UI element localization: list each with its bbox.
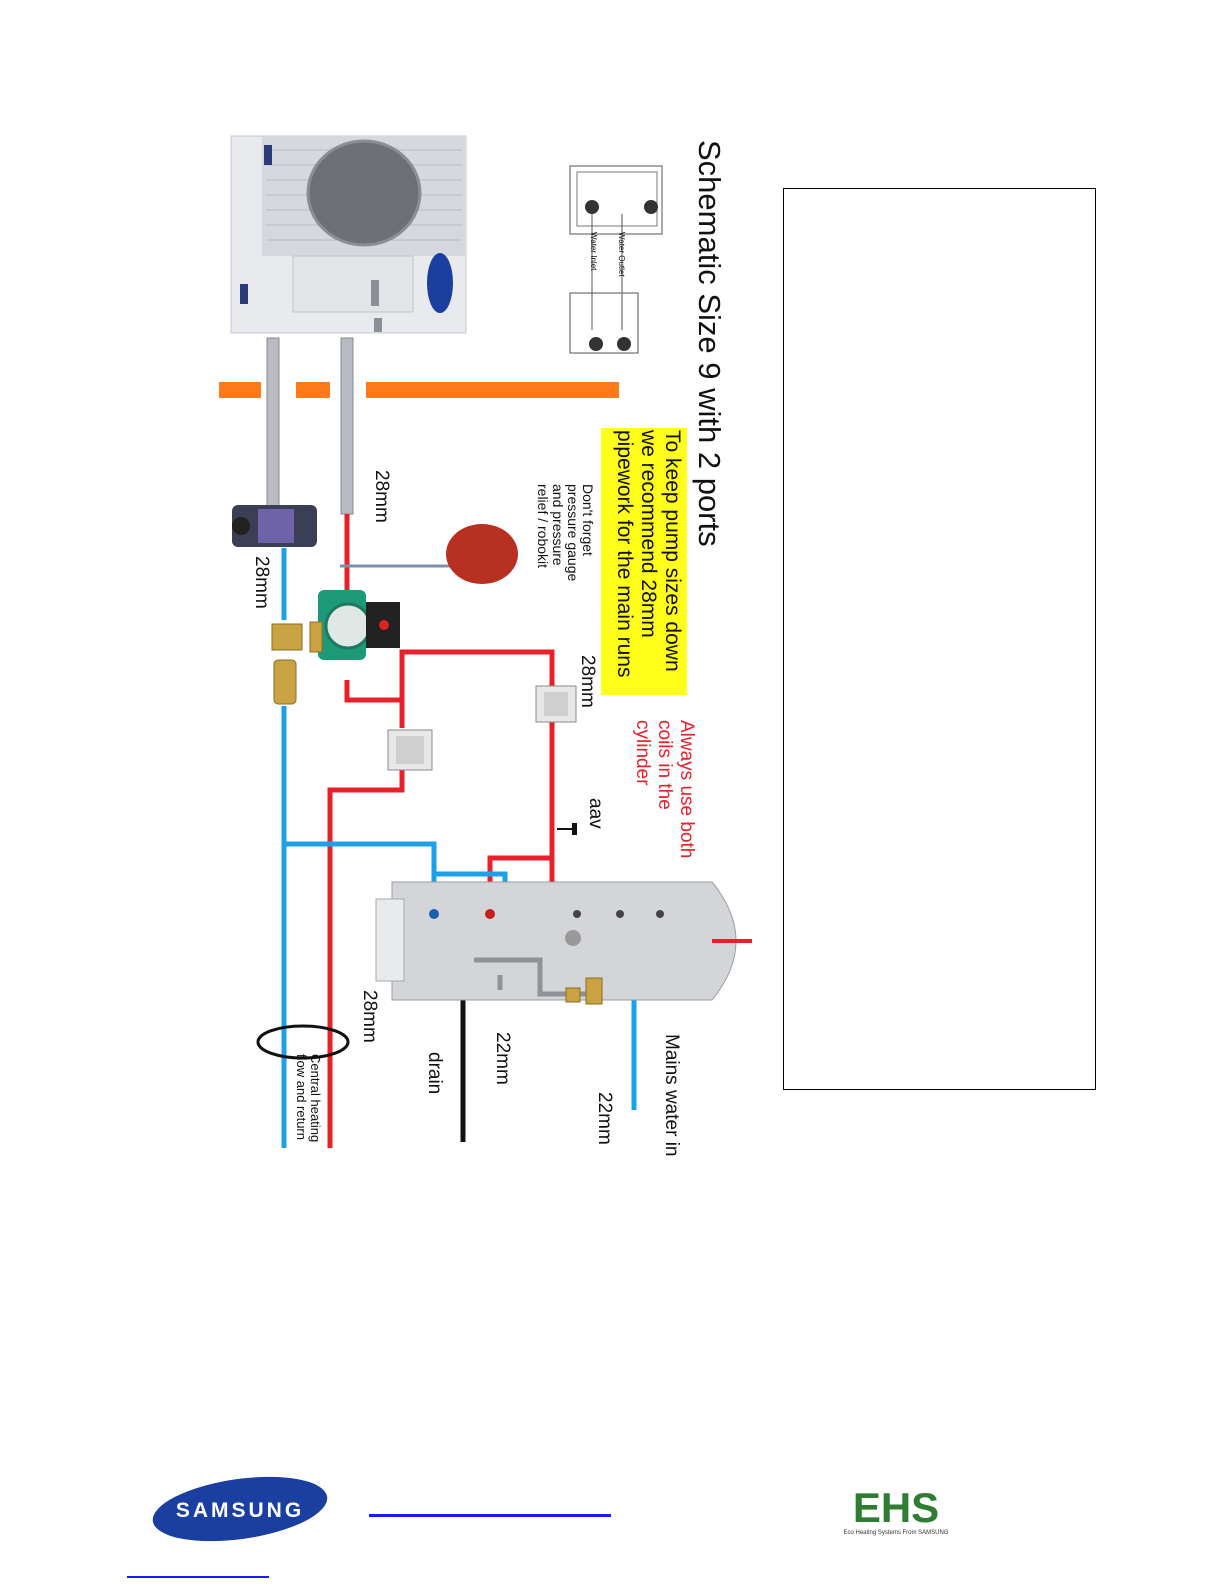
isolation-valves <box>271 621 323 705</box>
magnetic-filter <box>232 505 317 547</box>
central-heating-line: flow and return <box>294 1054 309 1140</box>
heating-pipes-callout <box>256 1024 350 1060</box>
pump-sizing-line: To keep pump sizes down <box>661 430 684 672</box>
coils-note: Always use both coils in the cylinder <box>631 720 697 858</box>
coils-line: cylinder <box>632 720 653 786</box>
port-valve-28mm-label: 28mm <box>577 655 598 708</box>
pressure-line: and pressure <box>550 484 566 566</box>
pump-sizing-note: To keep pump sizes down we recommend 28m… <box>612 430 684 677</box>
ehs-logo-text: EHS <box>853 1484 939 1531</box>
pressure-note: Don't forget pressure gauge and pressure… <box>535 484 596 582</box>
expansion-vessel <box>446 524 518 584</box>
mains-22mm-label: 22mm <box>594 1092 615 1145</box>
drain-22mm-label: 22mm <box>492 1032 513 1085</box>
samsung-logo-text: SAMSUNG <box>176 1499 304 1522</box>
water-inlet-label: Water Inlet <box>589 232 598 271</box>
pressure-line: pressure gauge <box>565 484 581 582</box>
central-heating-line: Central heating <box>308 1054 323 1143</box>
coils-line: coils in the <box>654 720 675 810</box>
footer-link[interactable] <box>369 1514 611 1517</box>
footer-rule <box>127 1576 269 1578</box>
motorised-valve-dhw <box>535 685 577 723</box>
heat-pump-unit <box>230 135 467 334</box>
ehs-logo: EHS Eco Heating Systems From SAMSUNG <box>843 1484 948 1536</box>
water-outlet-label: Water Outlet <box>617 232 626 277</box>
flow-28mm-label: 28mm <box>371 470 392 523</box>
mains-water-label: Mains water in <box>661 1034 682 1157</box>
samsung-logo: SAMSUNG <box>152 1476 328 1542</box>
pressure-line: Don't forget <box>580 484 596 556</box>
heating-28mm-label: 28mm <box>359 990 380 1043</box>
pressure-line: relief / robokit <box>535 484 551 569</box>
circulating-pump <box>318 590 400 660</box>
pump-sizing-note-bg <box>601 428 687 695</box>
port-detail-drawing <box>569 165 663 354</box>
pump-sizing-line: pipework for the main runs <box>613 430 636 678</box>
page-title: Schematic Size 9 with 2 ports <box>692 140 727 547</box>
auto-air-vent <box>557 823 577 835</box>
wall-line <box>219 382 619 398</box>
hot-water-cylinder <box>375 881 752 1005</box>
aav-label: aav <box>585 798 606 829</box>
flexible-hoses <box>266 337 354 515</box>
return-28mm-label: 28mm <box>251 556 272 609</box>
central-heating-label: Central heating flow and return <box>294 1054 323 1143</box>
motorised-valve-heating <box>387 729 433 771</box>
drain-label: drain <box>424 1052 445 1095</box>
ehs-tagline: Eco Heating Systems From SAMSUNG <box>843 1530 948 1536</box>
notes-box <box>783 188 1096 1090</box>
pump-sizing-line: we recommend 28mm <box>637 430 660 638</box>
coils-line: Always use both <box>676 720 697 859</box>
